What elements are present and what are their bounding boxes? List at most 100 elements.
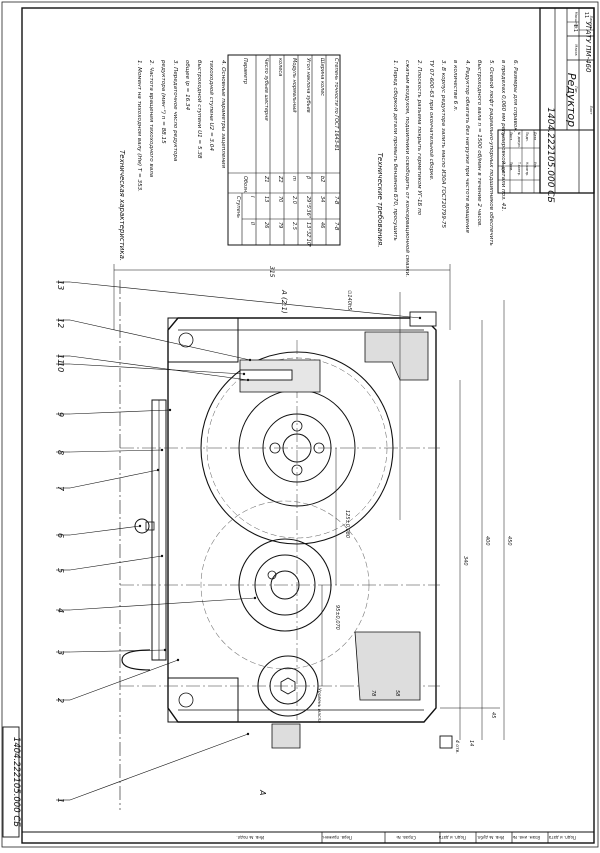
leader-line [69, 409, 171, 415]
table-cell-symbol: m [291, 176, 297, 181]
stamp-name: Редуктор [565, 73, 578, 127]
table-cell-stage2: 46 [319, 222, 325, 228]
dim-v2: 400 [484, 536, 490, 546]
leader-line [69, 355, 249, 381]
dim-small-1: 78 [370, 690, 376, 696]
table-cell-stage1: 70 [277, 196, 283, 202]
dim-aw1: 125±0,080 [344, 510, 350, 538]
stamp-row-label: Дата [533, 132, 537, 140]
table-cell-stage1: 34 [319, 196, 325, 202]
dimensions: 315 ∅140h5 125±0,080 95±0,070 340 400 45… [113, 264, 512, 754]
dim-aw2: 95±0,070 [334, 605, 340, 630]
position-number: 13 [56, 280, 65, 290]
leader-line [69, 449, 163, 453]
stamp-doc-code: 1404.222105.000 СБ [545, 107, 555, 202]
margin-strip: Перв. примен. Справ. № Подп. и дата Инв.… [22, 831, 594, 843]
side-doc-code: 1404.222105.000 СБ [11, 737, 21, 827]
tech-req-line: 4. Редуктор обкатать без нагрузки при ча… [464, 60, 470, 233]
margin-cell-6: Подп. и дата [548, 835, 576, 840]
tech-char-line: 3. Передаточное число редуктора [172, 60, 178, 162]
stamp-col-scale: Масштаб [574, 12, 578, 29]
table-stage-1: I [249, 196, 255, 198]
table-cell-param: Модуль нормальный [291, 58, 297, 113]
table-cell-symbol: Z1 [263, 175, 269, 183]
stamp-row-label: Т.контр. [517, 161, 521, 176]
leader-line [69, 363, 245, 375]
stamp-row-label: Утв. [533, 162, 537, 169]
table-cell-param: Число зубьев шестерни [263, 58, 269, 121]
table-cell-symbol: Z2 [277, 175, 283, 183]
dim-v3: 450 [506, 536, 512, 546]
drain-plug [439, 735, 453, 749]
tech-char-line: 4. Основные параметры зацепления [220, 60, 226, 169]
leader-line [69, 733, 249, 801]
position-number: 7 [56, 486, 65, 492]
oil-level-note: Уровень масла [316, 688, 322, 723]
inner-frame [21, 7, 595, 844]
flange-bottom-left [167, 677, 239, 723]
leader-dot [160, 448, 164, 452]
position-number: 5 [56, 568, 65, 573]
position-number: 6 [56, 533, 65, 538]
table-cell-stage1: 29°5'36" [305, 196, 311, 218]
margin-cell-4: Инв. № дубл. [477, 835, 504, 840]
leader-dot [163, 648, 167, 652]
dim-v1: 340 [462, 556, 468, 566]
stamp-scale: 1:1 [572, 24, 578, 32]
table-cell-stage2: 79 [277, 222, 283, 228]
position-number: 3 [56, 650, 65, 655]
bolt-head [409, 311, 437, 327]
table-cell-param: колеса [277, 58, 283, 76]
table-cell-stage1: 13 [263, 196, 269, 202]
section-mark-a: А [258, 789, 267, 795]
dim-d1: ∅140h5 [346, 290, 352, 310]
leader-dot [418, 316, 422, 320]
leader-line [69, 555, 163, 571]
margin-cell-3: Подп. и дата [438, 835, 466, 840]
leader-dot [168, 408, 172, 412]
tech-char-line: редуктора (мин⁻¹) n = 88.15 [160, 59, 167, 144]
tech-char-line: общее iр = 16.34 [184, 60, 190, 111]
position-number: 9 [56, 412, 65, 417]
leader-line [69, 659, 179, 701]
stamp-row-label: Изм [501, 132, 505, 139]
tech-req-line: в пределах 0,060 мм регулировкой детали … [500, 60, 506, 212]
tech-req-line: сжатым воздухом, подшипники освободить о… [404, 60, 410, 277]
stamp-col-lit: Лит. [574, 86, 578, 94]
leader-dot [253, 596, 257, 600]
position-number: 1 [56, 798, 65, 803]
dim-small-2: 58 [394, 690, 400, 696]
oil-dipstick [121, 649, 151, 671]
tech-char-line: 2. Частота вращения тихоходного вала [148, 60, 154, 178]
leader-line [69, 525, 141, 536]
position-number: 4 [56, 608, 65, 613]
vent-plug [134, 518, 150, 534]
stamp-col-mass: Масса [574, 44, 578, 55]
leader-dot [242, 372, 246, 376]
dim-small-4: 14 [468, 740, 474, 746]
bolt [239, 369, 293, 381]
leader-dot [248, 358, 252, 362]
table-cell-symbol: b2 [319, 176, 325, 182]
leader-line [69, 281, 421, 319]
stamp-row-label: № докум. [517, 132, 521, 148]
table-cell-param: Угол наклона зубьев [305, 58, 311, 113]
dim-hole: 4 отв. [454, 740, 460, 754]
leader-dot [160, 554, 164, 558]
table-header-param: Параметр [242, 58, 248, 84]
section-hatching [239, 331, 429, 749]
tech-req-line: 6. Размеры для справок. [512, 60, 518, 133]
margin-cell-7: Инв. № подл. [236, 835, 264, 840]
side-code-box [2, 726, 20, 838]
stamp-row-label: Разраб. [501, 162, 505, 175]
stamp-of: Листов [589, 15, 593, 28]
tech-req-line: в количестве 6 л. [452, 60, 458, 112]
tech-req-line: 1. Перед сборкой детали промыть бензином… [392, 60, 398, 241]
tech-req-line: ТУ 07-600-63 при окончательной сборке. [428, 60, 434, 181]
leader-line [69, 597, 256, 611]
position-number: 2 [56, 698, 65, 703]
